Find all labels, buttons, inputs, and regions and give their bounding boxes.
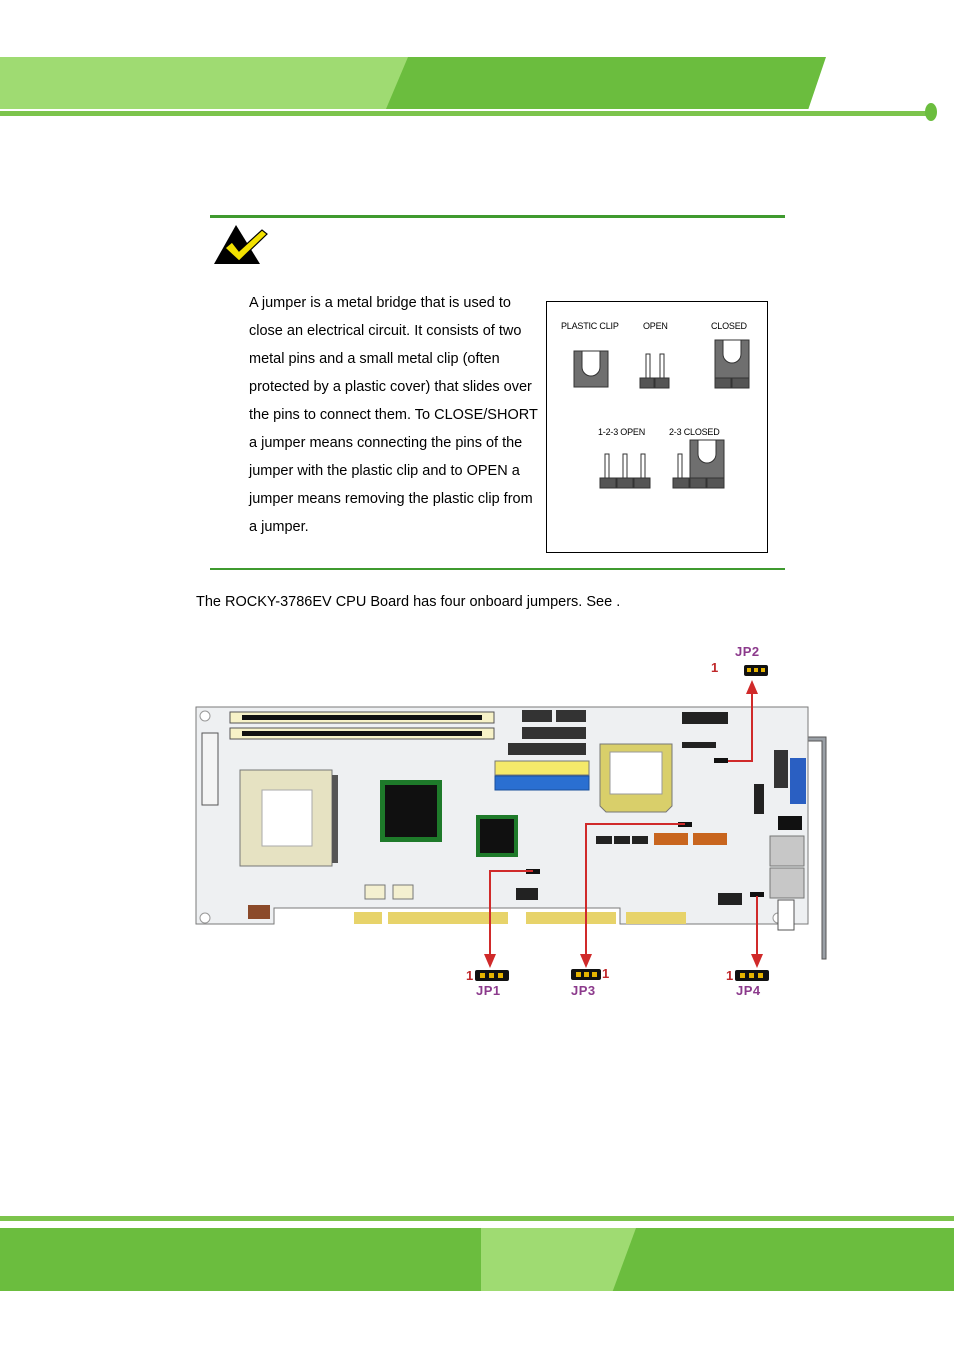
footer-rule <box>0 1216 954 1221</box>
label-closed: CLOSED <box>711 321 747 331</box>
jp1-callout-graphic <box>475 970 509 981</box>
note-top-rule <box>210 215 785 218</box>
jp2-label: JP2 <box>735 644 760 659</box>
jp1-pin1-marker: 1 <box>466 968 474 983</box>
header-band-dark <box>386 57 826 109</box>
jp3-callout-graphic <box>571 969 601 980</box>
header-rule-end <box>925 103 937 121</box>
jp1-label: JP1 <box>476 983 501 998</box>
jp2-pin1-marker: 1 <box>711 660 719 675</box>
jp3-pin1-marker: 1 <box>602 966 610 981</box>
jp2-on-board <box>714 758 728 763</box>
board-jumper-locations-figure: 1 JP2 1 JP1 1 JP3 1 JP4 <box>190 640 840 1010</box>
board-drawing <box>195 665 827 981</box>
label-open: OPEN <box>643 321 668 331</box>
plastic-clip-drawing <box>573 350 609 388</box>
label-123-open: 1-2-3 OPEN <box>598 427 646 437</box>
body-paragraph: The ROCKY-3786EV CPU Board has four onbo… <box>196 594 621 610</box>
jp2-callout-graphic <box>744 665 768 676</box>
jp4-callout-graphic <box>735 970 769 981</box>
header-band-light <box>0 57 410 109</box>
label-plastic-clip: PLASTIC CLIP <box>561 321 619 331</box>
closed-jumper-drawing <box>714 339 750 389</box>
open-jumper-drawing <box>639 353 670 389</box>
jp3-label: JP3 <box>571 983 596 998</box>
three-pin-closed-drawing <box>672 439 725 489</box>
three-pin-open-drawing <box>599 453 651 489</box>
jumper-drawings <box>573 339 750 489</box>
note-bottom-rule <box>210 568 785 570</box>
note-text: A jumper is a metal bridge that is used … <box>249 295 538 535</box>
jp4-label: JP4 <box>736 983 761 998</box>
footer-band-dark <box>0 1228 954 1291</box>
checkmark-warning-icon <box>214 225 268 264</box>
callout-arrows <box>489 692 758 958</box>
jumper-types-figure: PLASTIC CLIP OPEN CLOSED 1-2-3 OPEN 2-3 … <box>546 301 768 553</box>
footer-band-light <box>481 1228 636 1291</box>
jp4-on-board <box>750 892 764 897</box>
label-23-closed: 2-3 CLOSED <box>669 427 720 437</box>
header-rule <box>0 111 930 116</box>
jp4-pin1-marker: 1 <box>726 968 734 983</box>
